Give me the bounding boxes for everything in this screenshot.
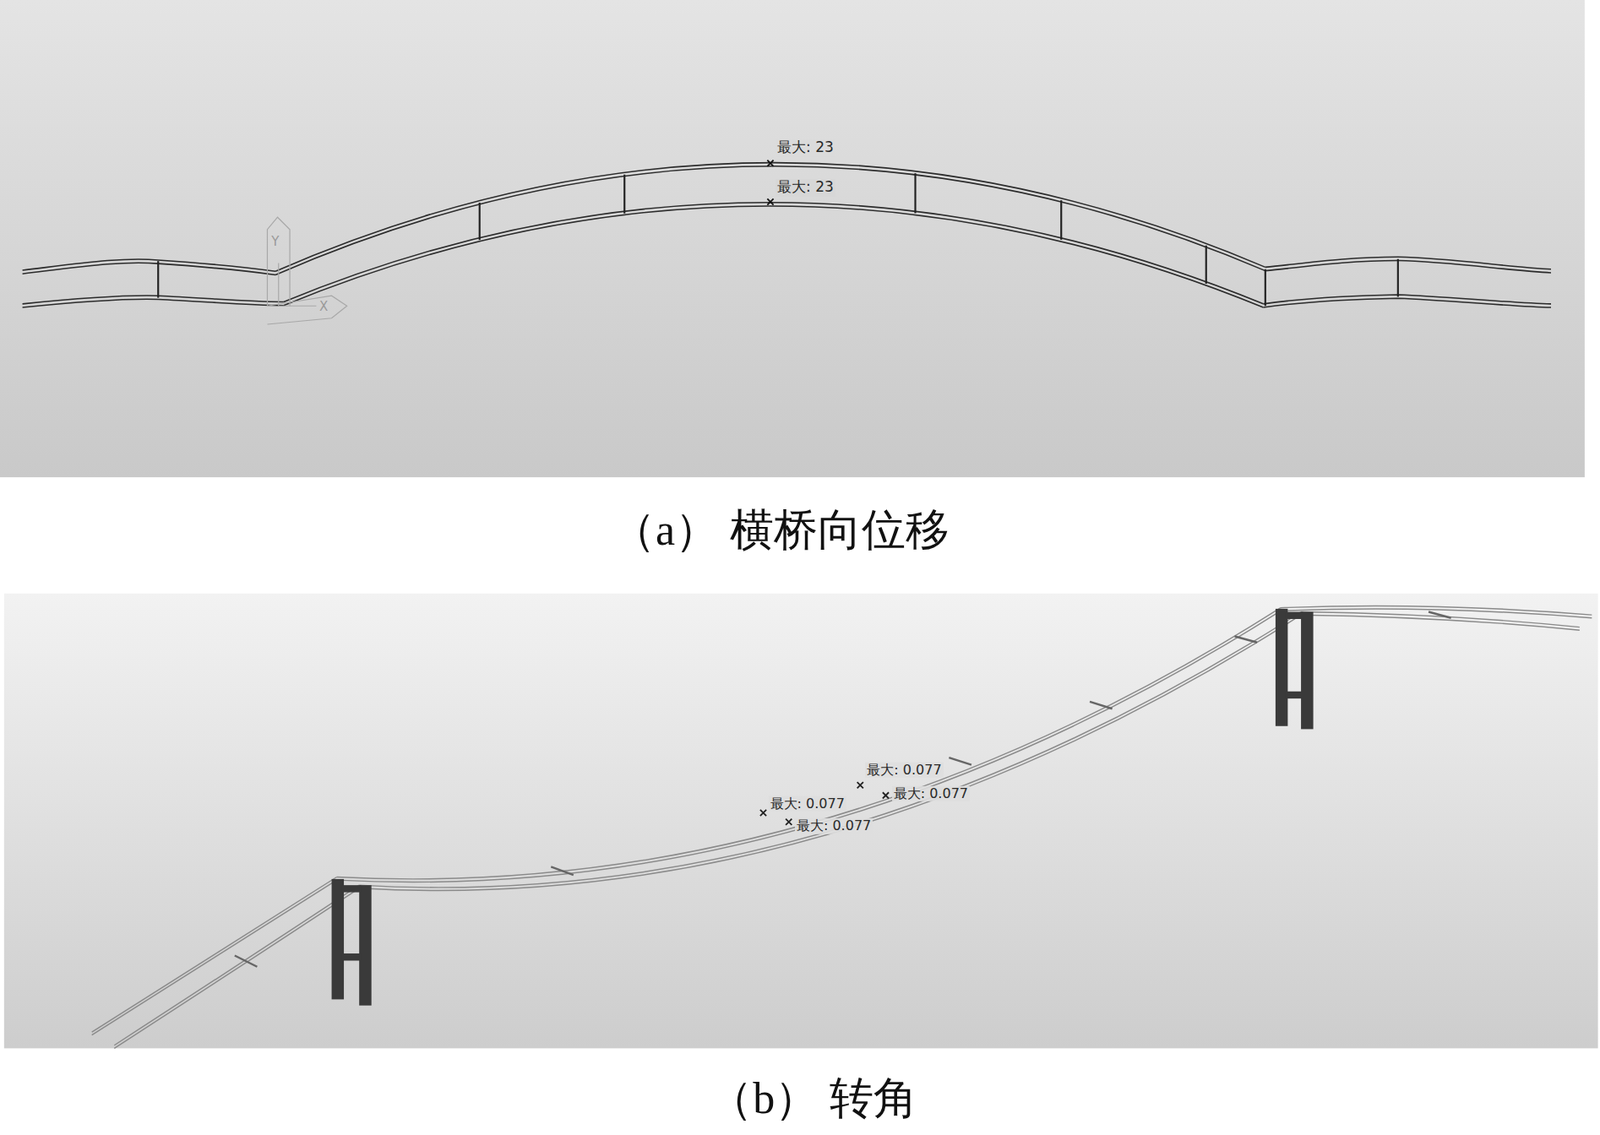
max-value: 最大: 0.077 [768,796,847,812]
cable-line [283,202,1264,305]
cross-beam [1205,245,1208,284]
cross-beam [1089,702,1113,709]
cable-line [1300,614,1580,631]
cable-line [92,876,338,1033]
max-marker [785,819,792,826]
max-value: 最大: 0.077 [892,786,970,802]
cross-beam [1235,636,1258,643]
cable-line [22,262,277,275]
axis-label: Y [271,235,279,251]
perspective-view [92,605,1593,1049]
cable-line [337,608,1281,880]
panel-ground [0,0,1585,478]
cross-beam [1428,612,1452,619]
max-value: 最大: 23 [775,139,836,157]
cable-line [359,612,1301,888]
plan-view [22,160,1552,325]
subfigure-caption: （a） 横桥向位移 [611,505,950,556]
cable-line [114,888,360,1050]
cross-beam [914,173,916,213]
axis-label: X [319,299,328,315]
max-value: 最大: 0.077 [865,762,943,779]
cross-beam [1264,269,1267,306]
max-marker [767,198,773,205]
max-marker [767,160,773,167]
cross-beam [623,174,626,214]
cross-beam [550,866,574,876]
cable-line [1262,298,1552,308]
max-marker [760,810,767,817]
max-value: 最大: 23 [775,179,836,196]
subfigure-caption: （b） 转角 [708,1073,918,1125]
cable-line [114,885,360,1046]
cable-line [359,614,1301,891]
tower [1275,609,1314,730]
cross-beam [1060,200,1062,240]
axis-triad [266,217,347,325]
cable-line [1265,261,1552,273]
max-marker [857,782,864,789]
cross-beam [478,202,481,240]
cable-line [92,880,338,1036]
max-marker [882,792,889,799]
cable-line [22,299,284,308]
cross-beam [234,955,258,967]
cable-line [337,610,1281,882]
cross-beam [1397,259,1399,298]
cross-beam [948,757,972,765]
max-value: 最大: 0.077 [794,818,873,834]
cable-line [275,166,1266,276]
tower [331,879,372,1007]
cable-line [283,206,1264,308]
panel-ground [4,593,1599,1050]
cross-beam [157,261,159,298]
cable-line [1265,256,1552,269]
